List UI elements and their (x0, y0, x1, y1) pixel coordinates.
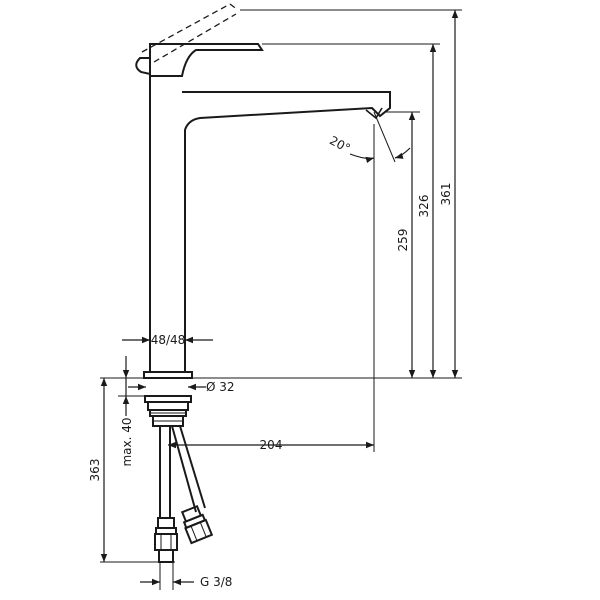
label-hole-diameter: Ø 32 (206, 380, 235, 394)
angle-arrow-left (349, 153, 375, 164)
label-max-deck-thickness: max. 40 (120, 417, 134, 466)
angle-arrow-right (394, 147, 411, 159)
supply-hoses (159, 425, 206, 518)
lever-raised-position (141, 3, 239, 63)
label-below-deck-length: 363 (88, 459, 102, 482)
hose-nut-angled (180, 504, 214, 545)
dimension-lines (100, 10, 459, 586)
angle-leg (373, 111, 396, 163)
label-spout-height: 326 (417, 195, 431, 218)
faucet-outline (135, 3, 391, 563)
dimension-labels: 361 326 259 204 48/48 Ø 32 363 max. 40 G… (88, 133, 453, 589)
label-outlet-angle: 20° (327, 133, 352, 155)
label-body-width: 48/48 (151, 333, 186, 347)
base-plate (143, 371, 193, 379)
faucet-body (149, 76, 391, 373)
extension-lines (100, 9, 462, 590)
label-spout-reach: 204 (260, 438, 283, 452)
hose-nut-straight (154, 517, 178, 563)
label-overall-height: 361 (439, 183, 453, 206)
label-connection-thread: G 3/8 (200, 575, 232, 589)
lever-handle (149, 43, 264, 77)
label-outlet-height: 259 (396, 229, 410, 252)
lever-pivot (135, 57, 151, 76)
threaded-shank (144, 395, 192, 427)
